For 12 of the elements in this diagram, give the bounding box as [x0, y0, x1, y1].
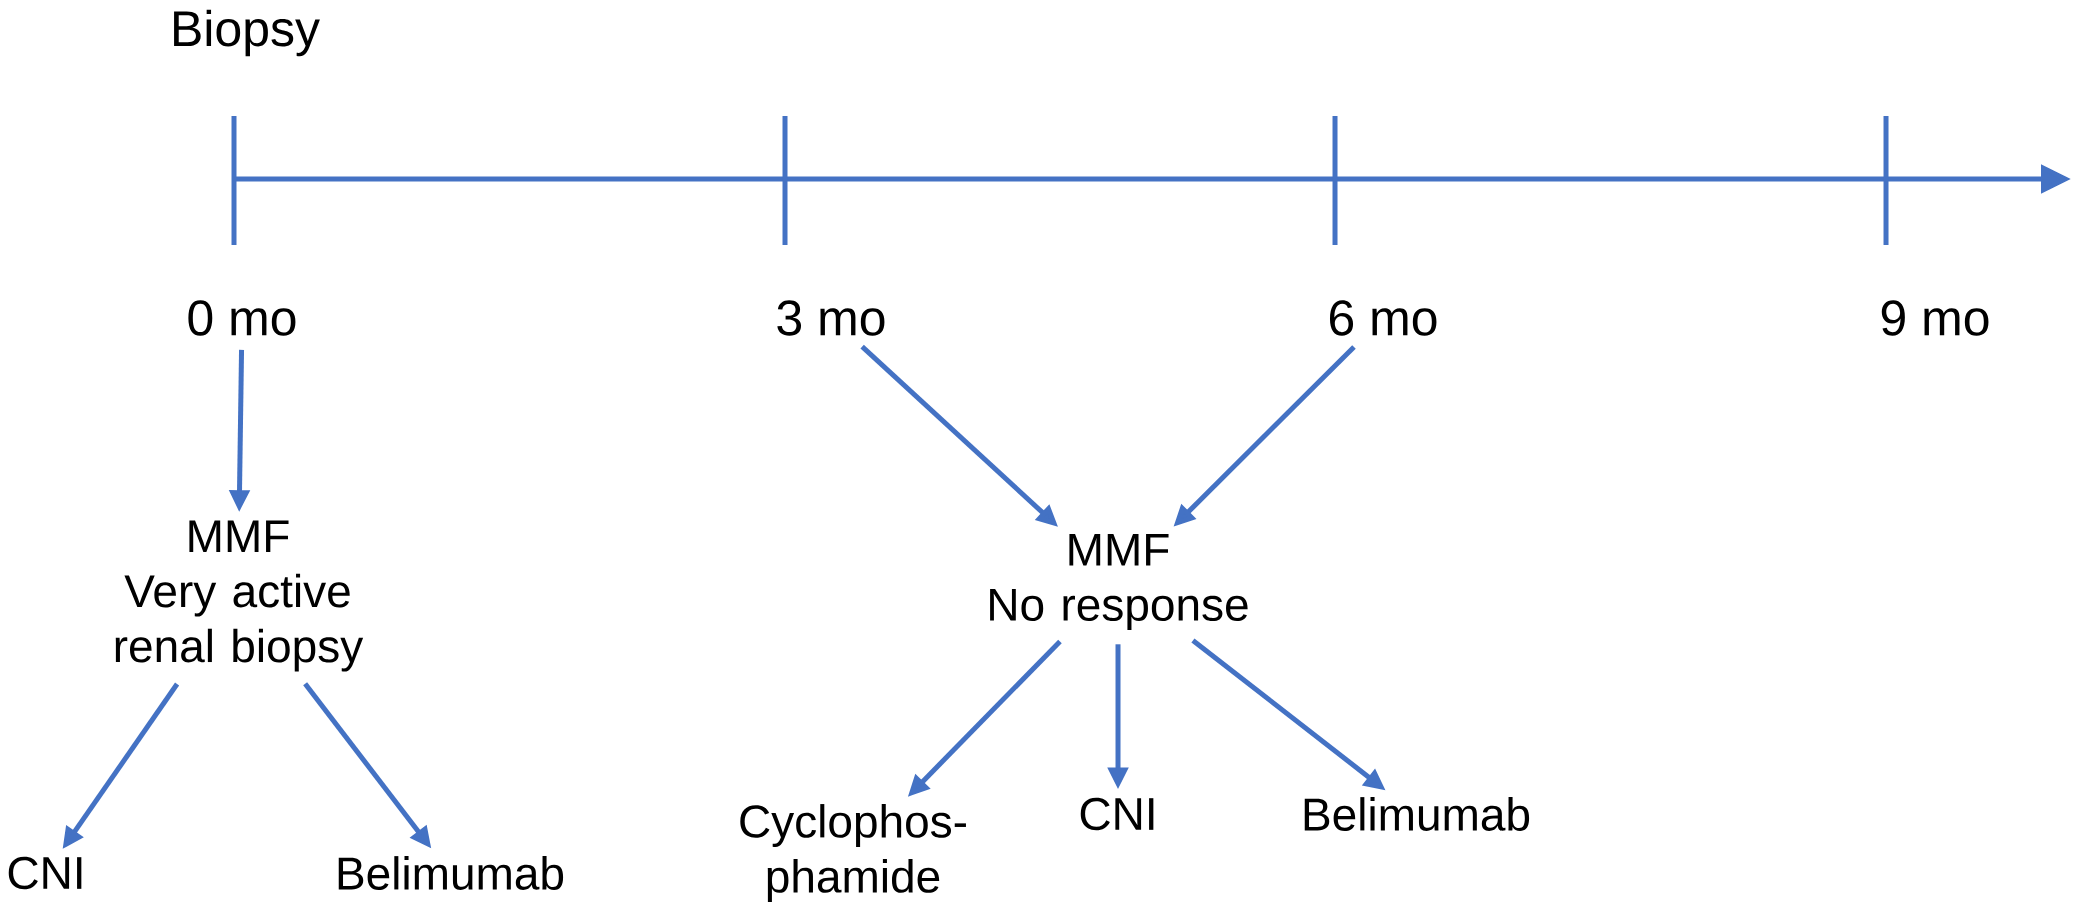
heading: Biopsy — [174, 9, 320, 57]
treatment-label: MMF No response — [990, 533, 1248, 631]
time-label: 0 mo — [188, 300, 296, 336]
treatment-label: Cyclophos- phamide — [740, 804, 966, 902]
time-label: 9 mo — [1881, 300, 1989, 336]
time-label: 3 mo — [777, 300, 885, 336]
treatment-label: Belimumab — [1304, 797, 1530, 831]
treatment-label: Belimumab — [338, 856, 564, 890]
time-label: 6 mo — [1330, 300, 1437, 336]
treatment-label: MMF Very active renal biopsy — [115, 520, 364, 672]
treatment-label: CNI — [1080, 797, 1154, 831]
treatment-label: CNI — [8, 856, 82, 890]
